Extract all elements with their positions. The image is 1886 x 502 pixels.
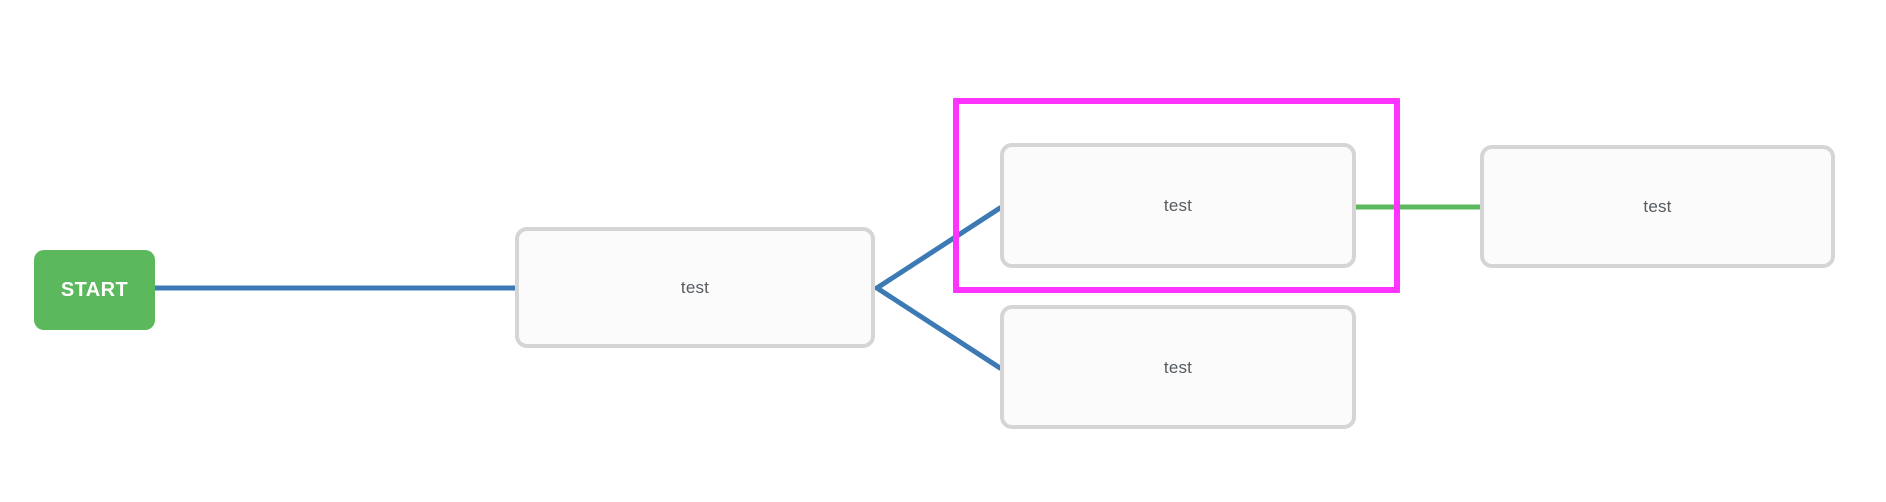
node-task-1[interactable]: test	[515, 227, 875, 348]
node-task-2[interactable]: test	[1000, 143, 1356, 268]
node-task-4[interactable]: test	[1480, 145, 1835, 268]
node-task-3-label: test	[1163, 357, 1193, 377]
node-task-2-label: test	[1163, 196, 1193, 215]
node-start[interactable]: START	[34, 250, 155, 330]
node-task-4-label: test	[1643, 197, 1672, 216]
node-start-label: START	[60, 279, 129, 301]
node-task-1-label: test	[680, 278, 710, 297]
node-task-3[interactable]: test	[1000, 305, 1356, 429]
